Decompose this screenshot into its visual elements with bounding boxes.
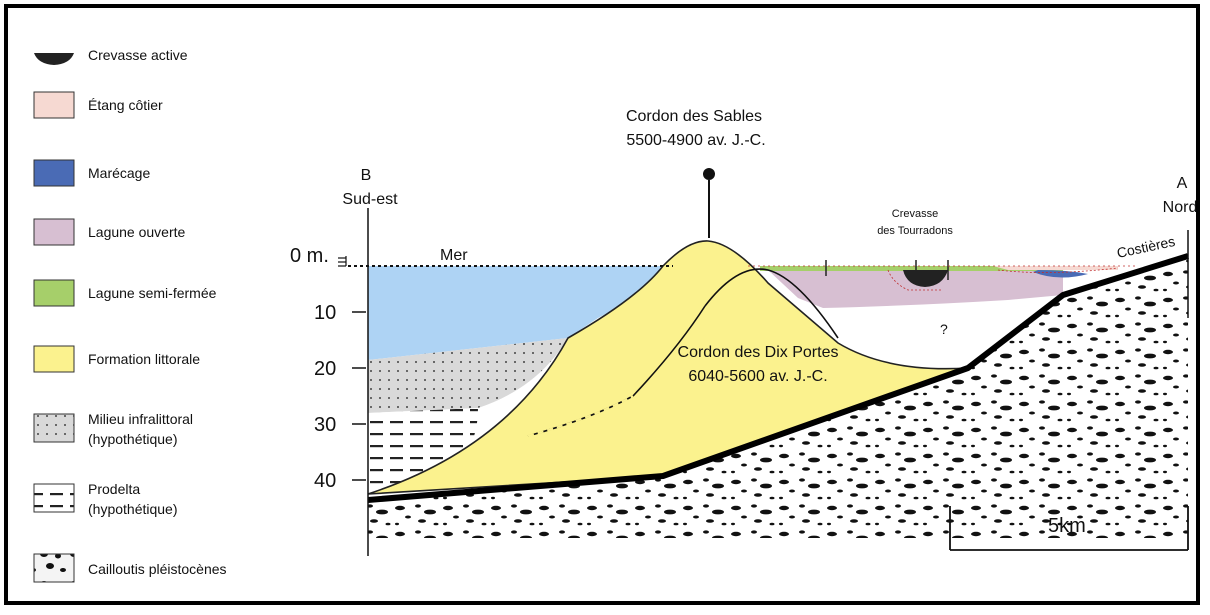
marecage-swatch bbox=[33, 159, 75, 187]
crevasse-tourradons-shape bbox=[903, 270, 948, 287]
milieu-infralittoral-swatch bbox=[33, 413, 75, 443]
legend-label-cailloutis: Cailloutis pléistocènes bbox=[88, 561, 227, 577]
scale-bar: 5km bbox=[949, 506, 1189, 551]
cross-section: 0 m. 10 20 30 40 5km B Sud-est A Nord Me… bbox=[290, 108, 1198, 556]
crevasse-tourradons-line1: Crevasse bbox=[892, 208, 938, 220]
pleistocene-gravels bbox=[368, 256, 1188, 548]
end-b-name: Sud-est bbox=[342, 191, 398, 208]
lagune-ouverte-swatch bbox=[33, 218, 75, 246]
legend-lagune-ouverte: Lagune ouverte bbox=[33, 218, 186, 246]
legend-label-milieu-infralittoral: Milieu infralittoral bbox=[88, 411, 193, 427]
lagune-ouverte-zone bbox=[768, 270, 1063, 308]
costieres-label: Costières bbox=[1115, 233, 1176, 261]
sea-area bbox=[368, 266, 663, 360]
etang-outline bbox=[997, 267, 1119, 273]
legend-lagune-semi-fermee: Lagune semi-fermée bbox=[33, 279, 217, 307]
cordon-sables-date: 5500-4900 av. J.-C. bbox=[626, 132, 765, 149]
dix-portes-dash-mask bbox=[527, 395, 634, 437]
legend-cailloutis: Cailloutis pléistocènes bbox=[33, 553, 227, 583]
depth-label-0: 0 m. bbox=[290, 245, 329, 267]
legend-crevasse-active: Crevasse active bbox=[34, 47, 188, 65]
legend-label-lagune-semi-fermee: Lagune semi-fermée bbox=[88, 285, 217, 301]
question-mark: ? bbox=[940, 321, 948, 337]
legend: Crevasse active Étang côtier Marécage La… bbox=[33, 47, 227, 583]
crevasse-tourradons-line2: des Tourradons bbox=[877, 225, 953, 237]
lagune-semi-fermee-swatch bbox=[33, 279, 75, 307]
end-b-letter: B bbox=[361, 167, 372, 184]
scale-label: 5km bbox=[1048, 515, 1086, 537]
legend-sub-prodelta: (hypothétique) bbox=[88, 501, 178, 517]
depth-axis: 0 m. 10 20 30 40 bbox=[290, 245, 366, 492]
infralittoral-zone bbox=[368, 338, 568, 413]
cordon-dix-portes-date: 6040-5600 av. J.-C. bbox=[688, 368, 827, 385]
lagune-semi-fermee-strip bbox=[760, 266, 1063, 271]
prodelta-zone bbox=[368, 408, 478, 494]
formation-littorale-swatch bbox=[33, 345, 75, 373]
dix-portes-upper-line bbox=[704, 268, 839, 339]
formation-littorale-body bbox=[367, 240, 969, 495]
legend-label-lagune-ouverte: Lagune ouverte bbox=[88, 224, 186, 240]
legend-sub-milieu-infralittoral: (hypothétique) bbox=[88, 431, 178, 447]
basement-line bbox=[367, 253, 1189, 503]
end-a-name: Nord bbox=[1163, 199, 1196, 216]
legend-marecage: Marécage bbox=[33, 159, 150, 187]
legend-etang-cotier: Étang côtier bbox=[33, 91, 163, 119]
cailloutis-swatch bbox=[33, 553, 75, 583]
legend-label-crevasse-active: Crevasse active bbox=[88, 47, 188, 63]
legend-formation-littorale: Formation littorale bbox=[33, 345, 200, 373]
legend-label-formation-littorale: Formation littorale bbox=[88, 351, 200, 367]
legend-label-marecage: Marécage bbox=[88, 165, 150, 181]
legend-label-prodelta: Prodelta bbox=[88, 481, 140, 497]
etang-patch bbox=[993, 266, 1118, 270]
diagram-frame: Crevasse active Étang côtier Marécage La… bbox=[4, 4, 1200, 605]
end-a-letter: A bbox=[1177, 175, 1188, 192]
gravel-mask bbox=[368, 538, 1198, 552]
sea-label: Mer bbox=[440, 247, 468, 264]
depth-label-40: 40 bbox=[314, 470, 336, 492]
depth-label-20: 20 bbox=[314, 358, 336, 380]
depth-label-30: 30 bbox=[314, 414, 336, 436]
crevasse-active-swatch bbox=[34, 53, 74, 65]
etang-cotier-swatch bbox=[33, 91, 75, 119]
cordon-dix-portes-name: Cordon des Dix Portes bbox=[678, 344, 839, 361]
cross-section-diagram: Crevasse active Étang côtier Marécage La… bbox=[33, 47, 1198, 583]
legend-milieu-infralittoral: Milieu infralittoral (hypothétique) bbox=[33, 411, 193, 447]
cordon-sables-pin-head bbox=[703, 168, 715, 180]
cordon-sables-name: Cordon des Sables bbox=[626, 108, 762, 125]
crevasse-outline bbox=[887, 269, 943, 291]
prodelta-swatch bbox=[33, 483, 75, 513]
legend-prodelta: Prodelta (hypothétique) bbox=[33, 481, 178, 517]
legend-label-etang-cotier: Étang côtier bbox=[88, 97, 163, 113]
depth-label-10: 10 bbox=[314, 302, 336, 324]
